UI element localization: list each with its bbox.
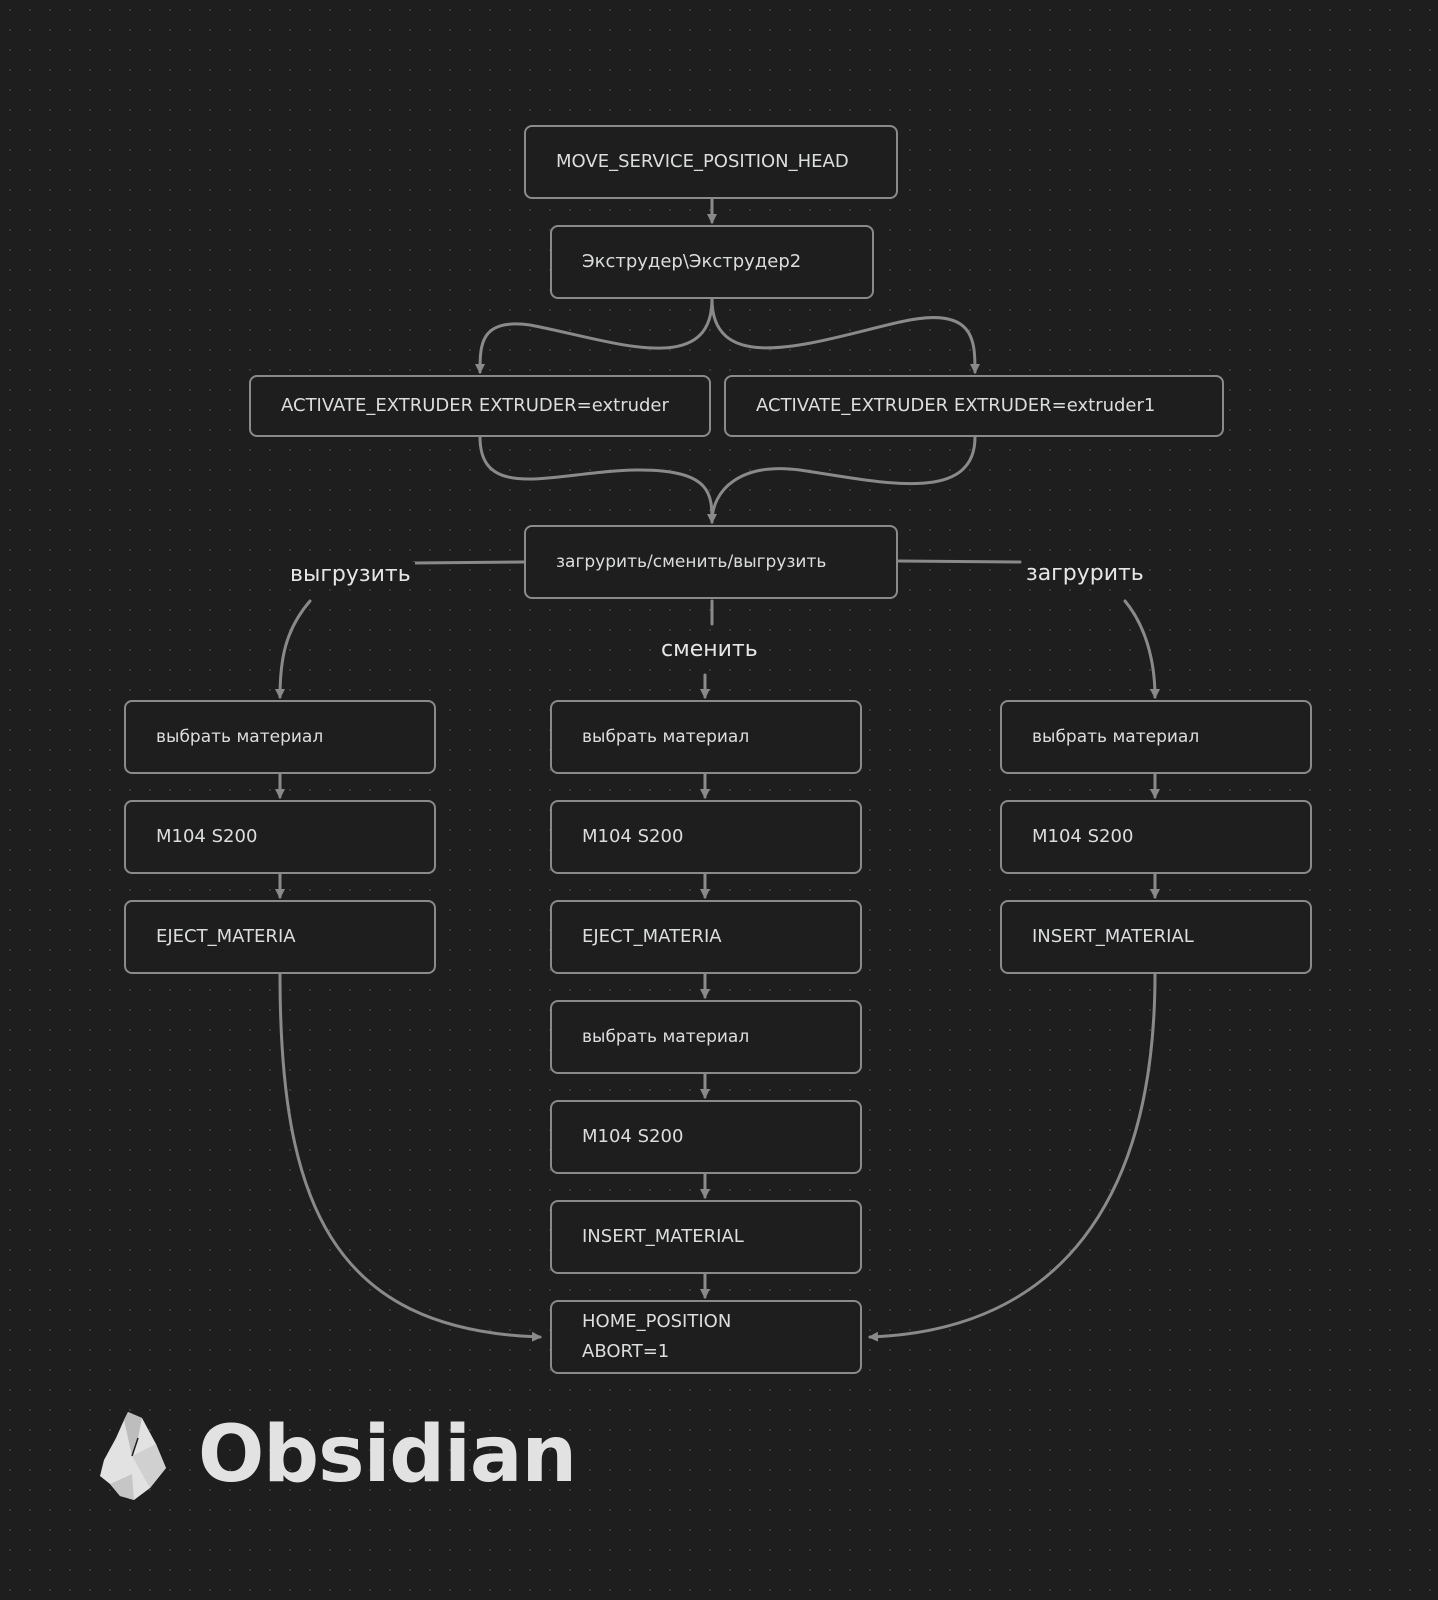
edge-activate-right-to-action — [710, 435, 977, 524]
node-left-select-material[interactable]: выбрать материал — [124, 700, 436, 774]
node-mid-m104[interactable]: M104 S200 — [550, 800, 862, 874]
node-left-eject[interactable]: EJECT_MATERIA — [124, 900, 436, 974]
node-left-m104[interactable]: M104 S200 — [124, 800, 436, 874]
edge-label-unload: выгрузить — [286, 562, 415, 587]
node-home-position[interactable]: HOME_POSITION ABORT=1 — [550, 1300, 862, 1374]
node-mid-insert-material[interactable]: INSERT_MATERIAL — [550, 1200, 862, 1274]
obsidian-logo-icon — [100, 1412, 166, 1500]
node-right-select-material[interactable]: выбрать материал — [1000, 700, 1312, 774]
edge-action-to-load — [897, 559, 1022, 564]
node-activate-extruder1[interactable]: ACTIVATE_EXTRUDER EXTRUDER=extruder1 — [724, 375, 1224, 437]
edge-extruder-to-activate-left — [475, 297, 714, 374]
node-mid-select-material-2[interactable]: выбрать материал — [550, 1000, 862, 1074]
edge-activate-left-to-action — [478, 435, 717, 524]
node-mid-m104-2[interactable]: M104 S200 — [550, 1100, 862, 1174]
edge-action-to-unload — [412, 560, 526, 565]
edge-right-insert-to-home — [868, 972, 1157, 1342]
node-activate-extruder[interactable]: ACTIVATE_EXTRUDER EXTRUDER=extruder — [249, 375, 711, 437]
edge-unload-to-left-select — [275, 599, 312, 699]
node-right-m104[interactable]: M104 S200 — [1000, 800, 1312, 874]
edge-load-to-right-select — [1123, 599, 1160, 699]
edge-label-change: сменить — [657, 637, 762, 662]
edge-label-load: загрурить — [1022, 561, 1148, 586]
edge-extruder-to-activate-right — [710, 297, 980, 374]
node-mid-eject[interactable]: EJECT_MATERIA — [550, 900, 862, 974]
node-mid-select-material[interactable]: выбрать материал — [550, 700, 862, 774]
node-right-insert-material[interactable]: INSERT_MATERIAL — [1000, 900, 1312, 974]
node-move-service-position-head[interactable]: MOVE_SERVICE_POSITION_HEAD — [524, 125, 898, 199]
node-extruder-choice[interactable]: Экструдер\Экструдер2 — [550, 225, 874, 299]
edge-left-eject-to-home — [278, 972, 542, 1342]
obsidian-logo: Obsidian — [98, 1410, 577, 1500]
brand-name: Obsidian — [198, 1410, 577, 1500]
node-action-choice[interactable]: загрурить/сменить/выгрузить — [524, 525, 898, 599]
